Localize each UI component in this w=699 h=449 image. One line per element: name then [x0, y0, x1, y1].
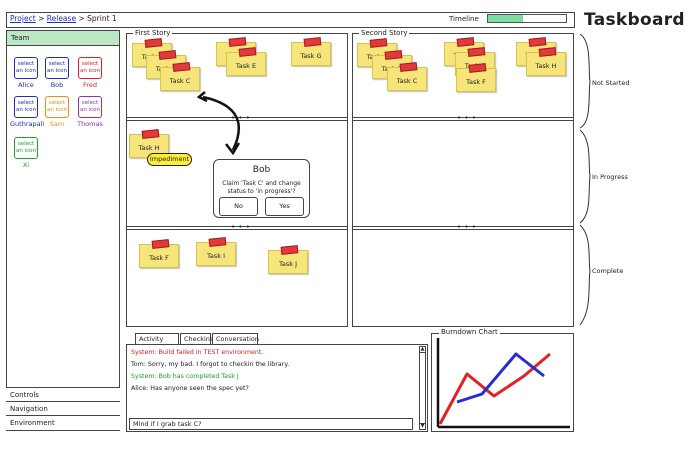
status-label-in-progress: In Progress — [592, 173, 628, 181]
claim-task-dialog: Bob Claim 'Task C' and change status to … — [213, 159, 310, 218]
yes-button[interactable]: Yes — [265, 197, 304, 216]
task-label: Task F — [466, 78, 486, 86]
task-label: Task F — [149, 254, 169, 262]
member-name: Fred — [83, 81, 97, 89]
member-name: Xi — [22, 161, 30, 169]
row-divider — [353, 229, 573, 230]
avatar[interactable]: select an icon — [78, 57, 102, 79]
task-label: Task C — [169, 77, 191, 85]
log-scrollbar[interactable]: ▲ ▼ — [419, 346, 426, 430]
task-label: Task I — [206, 252, 225, 260]
burndown-series-blue — [456, 352, 545, 404]
burndown-series-red — [438, 352, 551, 425]
row-resize-grip[interactable]: • • • — [231, 223, 251, 231]
dialog-title: Bob — [252, 165, 271, 175]
burndown-title: Burndown Chart — [439, 328, 500, 336]
dialog-message-line: status to 'in progress'? — [227, 188, 296, 195]
avatar[interactable]: select an icon — [45, 57, 69, 79]
task-card[interactable]: Task G — [291, 37, 331, 66]
breadcrumb-separator: > — [78, 14, 85, 23]
task-label: Task C — [396, 77, 418, 85]
no-button[interactable]: No — [219, 197, 258, 216]
breadcrumb-project-link[interactable]: Project — [10, 14, 36, 23]
task-card[interactable]: Task J — [268, 245, 308, 274]
row-resize-grip[interactable]: • • • — [231, 114, 251, 122]
member-name: Guthrapali — [10, 120, 45, 128]
task-label: Task H — [535, 62, 557, 70]
log-line: Tom: Sorry, my bad. I forgot to checkin … — [131, 361, 290, 368]
breadcrumb: Project > Release > Sprint 1 — [10, 14, 117, 23]
breadcrumb-release-link[interactable]: Release — [46, 14, 77, 23]
task-card[interactable]: Task C — [387, 62, 427, 91]
avatar[interactable]: select an icon — [14, 96, 38, 118]
avatar[interactable]: select an icon — [45, 96, 69, 118]
timeline-progress-bar[interactable] — [487, 14, 567, 23]
scroll-down-icon[interactable]: ▼ — [420, 423, 425, 429]
member-name: Bob — [50, 81, 64, 89]
tab-checkins[interactable]: Checkins — [180, 333, 213, 345]
story-title: Second Story — [359, 29, 410, 37]
burndown-chart — [431, 333, 574, 432]
log-line: System: Bob has completed Task J — [131, 373, 239, 380]
status-label-complete: Complete — [592, 267, 624, 275]
team-header[interactable]: Team — [7, 31, 119, 46]
chat-input[interactable]: Mind if I grab task C? — [129, 418, 413, 430]
burndown-plot — [436, 338, 570, 429]
scroll-up-icon[interactable]: ▲ — [420, 346, 425, 353]
row-divider — [127, 226, 347, 227]
row-resize-grip[interactable]: • • • — [457, 223, 477, 231]
status-label-not-started: Not Started — [592, 79, 630, 87]
row-divider — [353, 120, 573, 121]
row-divider — [353, 226, 573, 227]
row-resize-grip[interactable]: • • • — [457, 114, 477, 122]
activity-log-panel — [126, 344, 428, 432]
row-divider — [127, 229, 347, 230]
member-name: Thomas — [77, 120, 103, 128]
task-label: Task E — [235, 62, 257, 70]
page-title: Taskboard — [584, 10, 685, 30]
task-card[interactable]: Task F — [456, 63, 496, 92]
task-card[interactable]: Task C — [160, 62, 200, 91]
task-card[interactable]: Task H — [526, 47, 566, 76]
timeline-label: Timeline — [449, 15, 479, 23]
breadcrumb-current: Sprint 1 — [87, 14, 117, 23]
impediment-badge[interactable]: Impediment — [147, 153, 192, 166]
row-divider — [353, 117, 573, 118]
avatar[interactable]: select an icon — [14, 137, 38, 159]
member-name: Alice — [18, 81, 34, 89]
task-card[interactable]: Task I — [196, 237, 236, 266]
breadcrumb-separator: > — [38, 14, 45, 23]
navigation-section[interactable]: Navigation — [6, 401, 120, 416]
task-card[interactable]: Task E — [226, 47, 266, 76]
avatar[interactable]: select an icon — [14, 57, 38, 79]
story-title: First Story — [133, 29, 173, 37]
timeline-progress-fill — [488, 15, 524, 22]
log-line: Alice: Has anyone seen the spec yet? — [131, 385, 249, 392]
environment-section[interactable]: Environment — [6, 415, 120, 431]
tab-conversation[interactable]: Conversation — [212, 333, 259, 345]
dialog-message: Claim 'Task C' and change status to 'in … — [217, 180, 306, 196]
controls-section[interactable]: Controls — [6, 387, 120, 402]
member-name: Sam — [49, 120, 65, 128]
task-card[interactable]: Task F — [139, 239, 179, 268]
top-bar — [6, 12, 575, 28]
task-label: Task G — [300, 52, 322, 60]
dialog-message-line: Claim 'Task C' and change — [222, 180, 301, 187]
log-line: System: Build failed in TEST environment… — [131, 349, 264, 356]
avatar[interactable]: select an icon — [78, 96, 102, 118]
task-label: Task H — [138, 144, 160, 152]
task-label: Task J — [278, 260, 297, 268]
